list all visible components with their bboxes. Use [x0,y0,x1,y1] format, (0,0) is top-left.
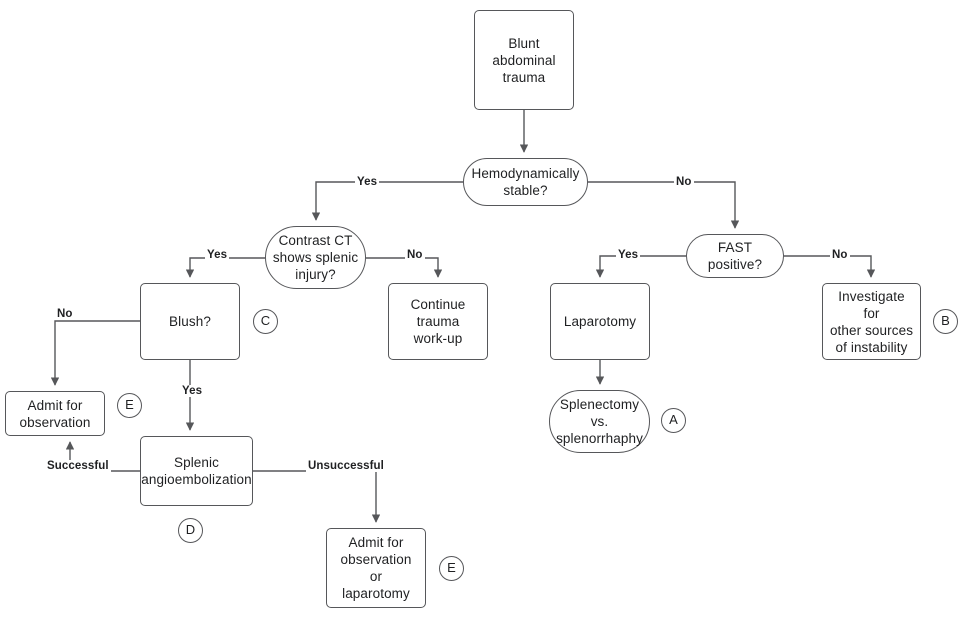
edge-label-fast-no: No [830,249,850,261]
node-label: Blunt abdominal trauma [492,35,556,85]
node-blush[interactable]: Blush? [140,283,240,360]
node-splenic-angioembolization[interactable]: Splenic angioembolization [140,436,253,506]
node-label: Splenectomy vs. splenorrhaphy [556,397,643,446]
edge-label-fast-yes: Yes [616,249,641,261]
node-laparotomy[interactable]: Laparotomy [550,283,650,360]
edge-label-blush-yes: Yes [180,385,205,397]
node-label: Investigate for other sources of instabi… [829,288,914,355]
node-hemodynamically-stable[interactable]: Hemodynamically stable? [463,158,588,206]
marker-e-admit-observation: E [117,393,142,418]
node-label: Admit for observation [19,397,91,430]
edge-ct-yes-to-blush [185,257,265,278]
node-blunt-abdominal-trauma[interactable]: Blunt abdominal trauma [474,10,574,110]
edge-fast-yes-to-laparotomy [595,255,686,278]
edge-sae-unsuccessful-to-admitlap [253,470,381,523]
node-label: Blush? [169,314,211,329]
edge-label-sae-successful: Successful [45,460,111,472]
node-admit-for-observation-or-laparotomy[interactable]: Admit for observation or laparotomy [326,528,426,608]
node-contrast-ct-shows-splenic-injury[interactable]: Contrast CT shows splenic injury? [265,226,366,289]
edge-label-hemo-no: No [674,176,694,188]
node-fast-positive[interactable]: FAST positive? [686,234,784,278]
marker-c: C [253,309,278,334]
node-label: Laparotomy [563,314,637,329]
node-label: Admit for observation or laparotomy [340,535,412,601]
node-label: Contrast CT shows splenic injury? [272,233,359,282]
edge-label-ct-no: No [405,249,425,261]
edge-blush-no-to-admitobs [50,320,140,386]
edge-hemo-no-to-fast [588,181,740,229]
marker-b: B [933,309,958,334]
node-label: Hemodynamically stable? [471,166,580,198]
node-label: Continue trauma work-up [410,297,466,346]
node-splenectomy-vs-splenorrhaphy[interactable]: Splenectomy vs. splenorrhaphy [549,390,650,453]
edge-hemo-yes-to-ct [311,181,463,221]
edge-fast-no-to-investigate [784,255,876,278]
node-label: Splenic angioembolization [141,455,252,487]
marker-e-admit-laparotomy: E [439,556,464,581]
edge-label-ct-yes: Yes [205,249,230,261]
edge-ct-no-to-continue [366,257,443,278]
edge-label-sae-unsuccessful: Unsuccessful [306,460,386,472]
marker-a: A [661,408,686,433]
edge-label-hemo-yes: Yes [355,176,380,188]
edge-label-blush-no: No [55,308,75,320]
node-continue-trauma-workup[interactable]: Continue trauma work-up [388,283,488,360]
marker-d: D [178,518,203,543]
node-label: FAST positive? [707,240,763,272]
node-admit-for-observation[interactable]: Admit for observation [5,391,105,436]
node-investigate-other-sources-of-instability[interactable]: Investigate for other sources of instabi… [822,283,921,360]
